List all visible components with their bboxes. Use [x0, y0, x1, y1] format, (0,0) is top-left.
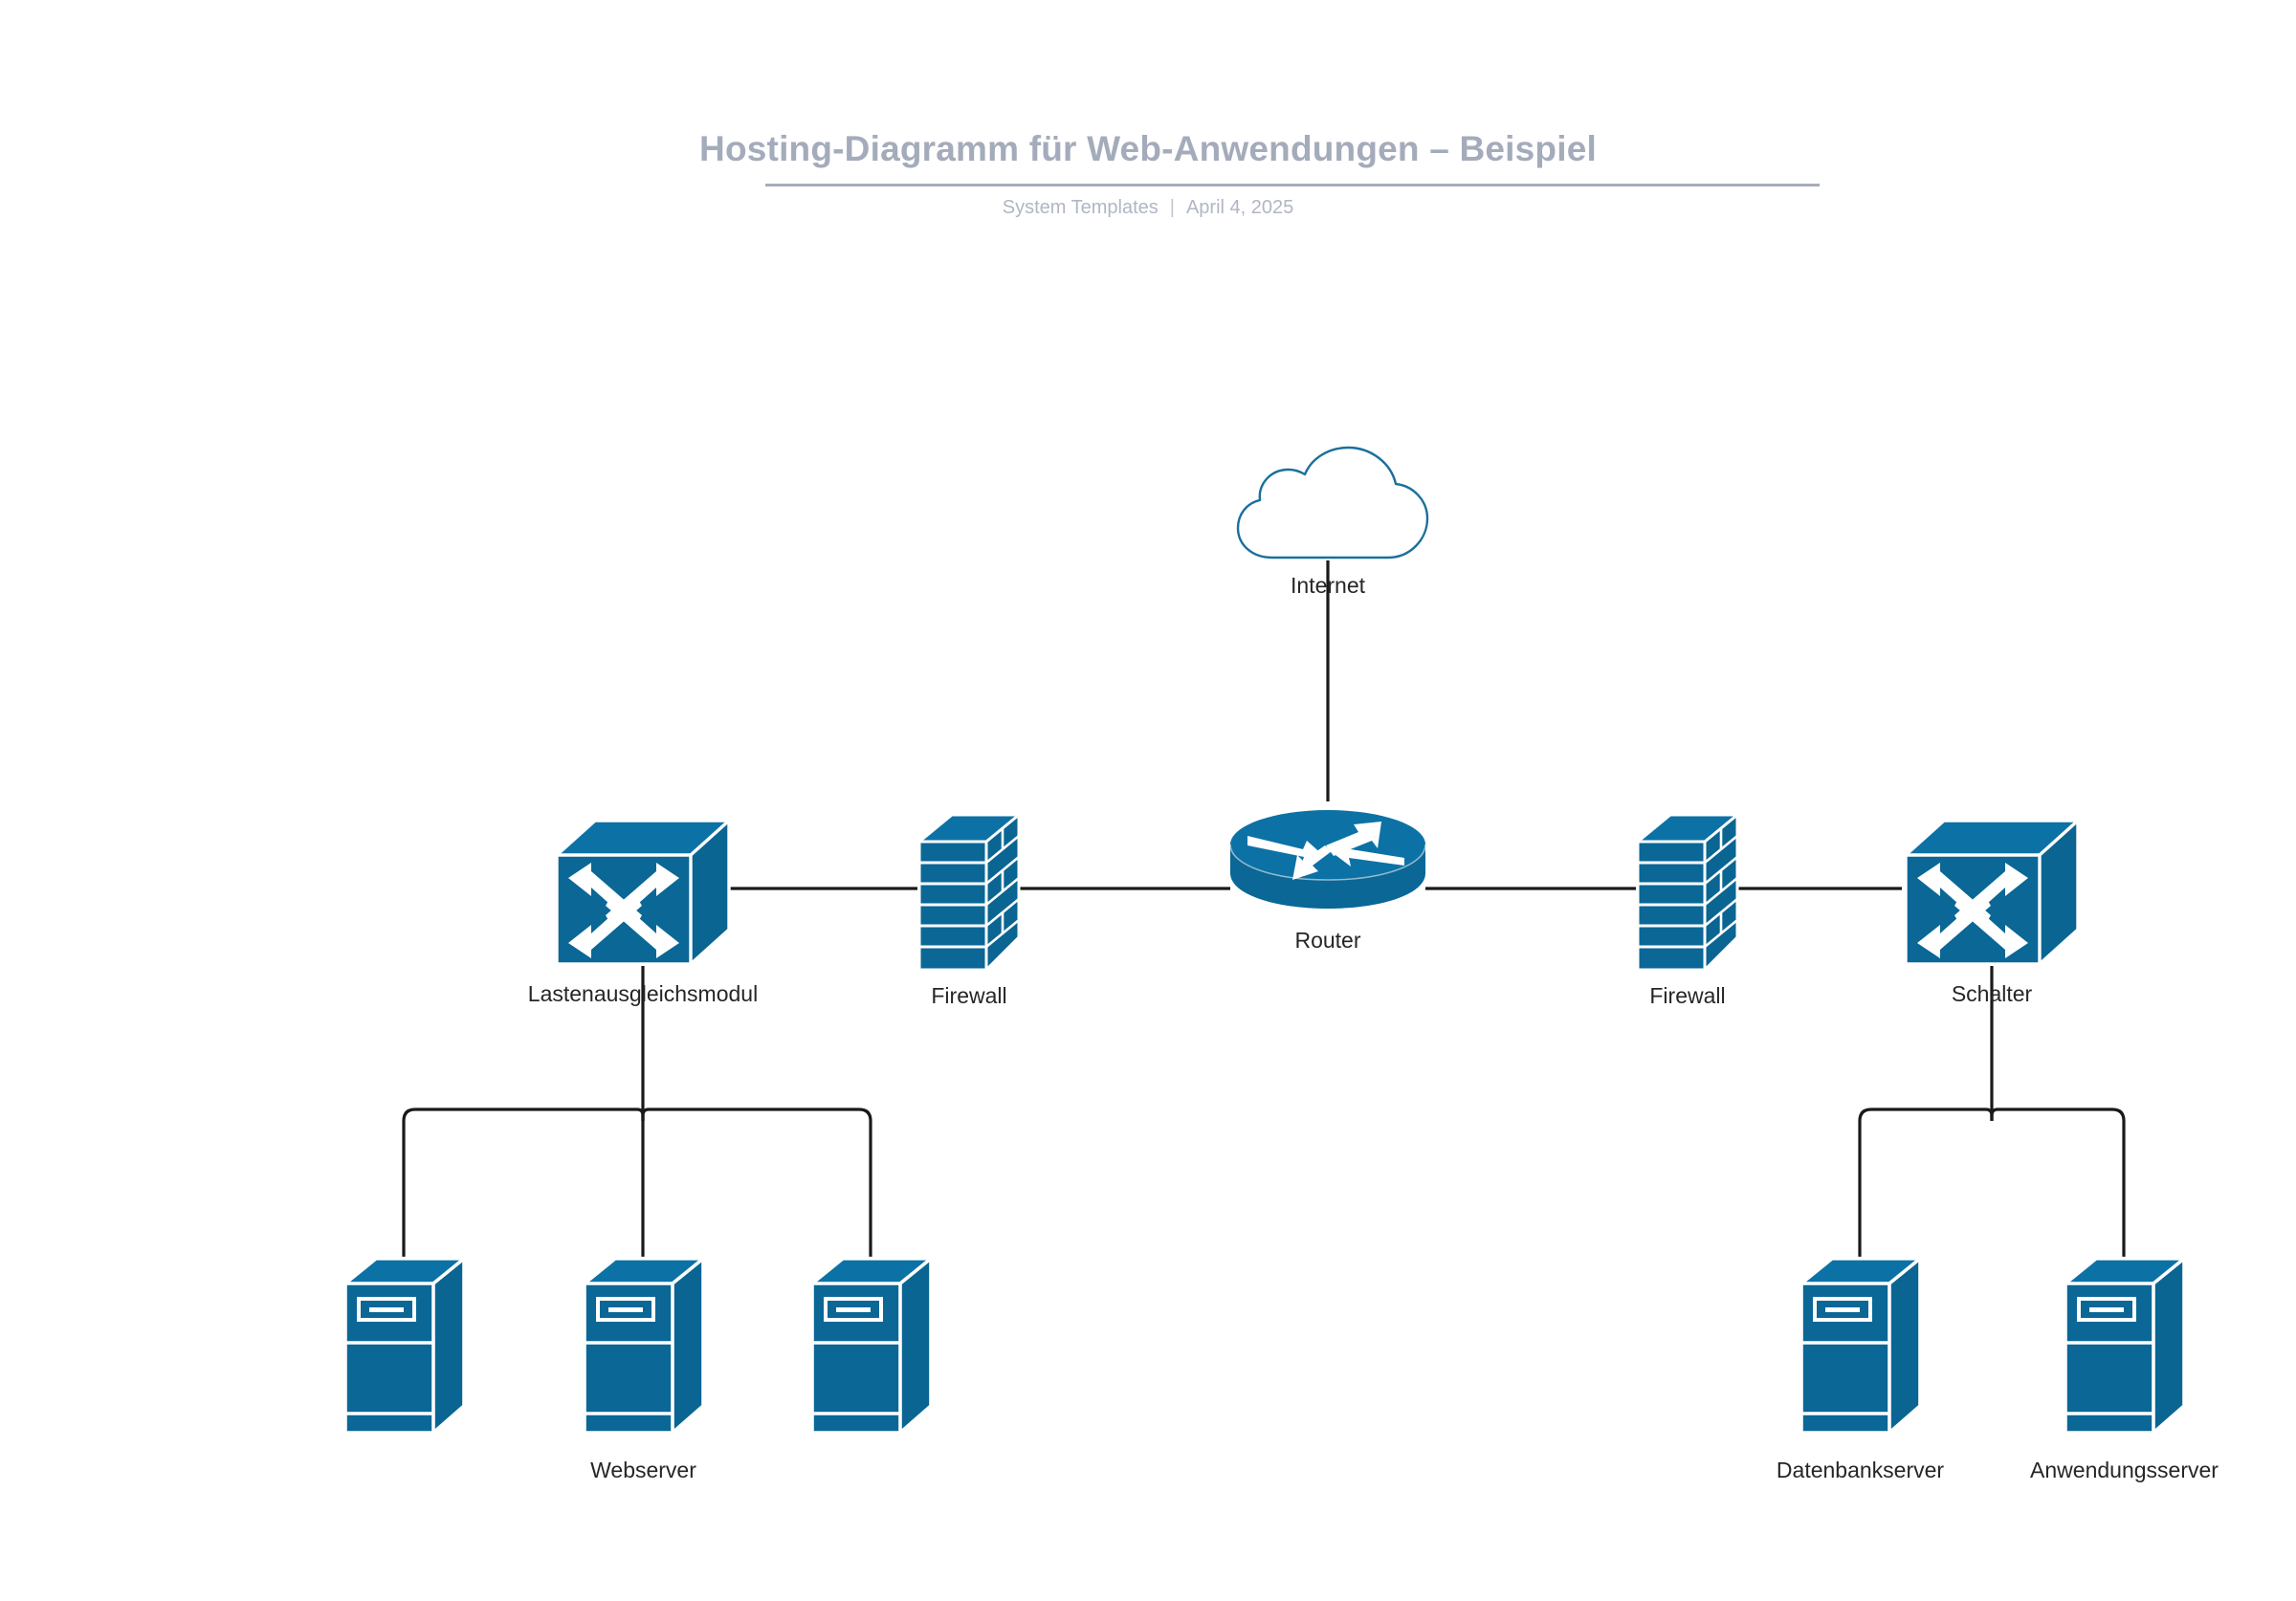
node-webserver-3[interactable] — [806, 1255, 936, 1446]
node-router[interactable]: Router — [1213, 801, 1443, 953]
switch-icon — [553, 819, 731, 966]
node-label-switch: Schalter — [1951, 981, 2033, 1006]
node-internet[interactable]: Internet — [1213, 435, 1443, 598]
switch-icon — [1902, 819, 2080, 966]
server-icon — [342, 1257, 466, 1437]
node-firewall-right[interactable]: Firewall — [1630, 809, 1745, 1008]
subtitle-separator: | — [1169, 197, 1175, 218]
cloud-icon — [1236, 446, 1429, 559]
node-firewall-left[interactable]: Firewall — [912, 809, 1027, 1008]
node-appserver[interactable]: Anwendungsserver — [2030, 1255, 2219, 1482]
node-webserver-1[interactable] — [340, 1255, 469, 1446]
server-icon — [581, 1257, 705, 1437]
server-icon — [1798, 1257, 1922, 1437]
firewall-icon — [1636, 813, 1739, 972]
node-loadbalancer[interactable]: Lastenausgleichsmodul — [528, 815, 758, 1006]
subtitle-date: April 4, 2025 — [1185, 197, 1294, 218]
node-label-dbserver: Datenbankserver — [1776, 1458, 1945, 1482]
node-label-firewall-right: Firewall — [1649, 983, 1726, 1008]
edge-loadbalancer-webserver-3 — [641, 1108, 872, 1264]
node-dbserver[interactable]: Datenbankserver — [1777, 1255, 1944, 1482]
node-label-router: Router — [1294, 928, 1361, 953]
subtitle-author: System Templates — [1002, 197, 1159, 218]
title-divider — [765, 184, 1820, 186]
edge-switch-appserver — [1990, 1108, 2126, 1264]
document-header: Hosting-Diagramm für Web-Anwendungen – B… — [0, 0, 2296, 239]
node-webserver-2[interactable]: Webserver — [579, 1255, 708, 1482]
server-icon — [808, 1257, 933, 1437]
firewall-icon — [917, 813, 1021, 972]
edge-loadbalancer-webserver-1 — [402, 1108, 645, 1264]
node-label-webserver: Webserver — [590, 1458, 696, 1482]
node-label-firewall-left: Firewall — [931, 983, 1007, 1008]
node-label-loadbalancer: Lastenausgleichsmodul — [527, 981, 759, 1006]
node-switch[interactable]: Schalter — [1896, 815, 2087, 1006]
page-title: Hosting-Diagramm für Web-Anwendungen – B… — [699, 129, 1597, 168]
node-label-appserver: Anwendungsserver — [2030, 1458, 2219, 1482]
document-subtitle: System Templates | April 4, 2025 — [0, 197, 2296, 219]
router-icon — [1229, 810, 1426, 909]
server-icon — [2062, 1257, 2186, 1437]
node-label-internet: Internet — [1291, 573, 1365, 598]
edge-switch-dbserver — [1858, 1108, 1994, 1264]
